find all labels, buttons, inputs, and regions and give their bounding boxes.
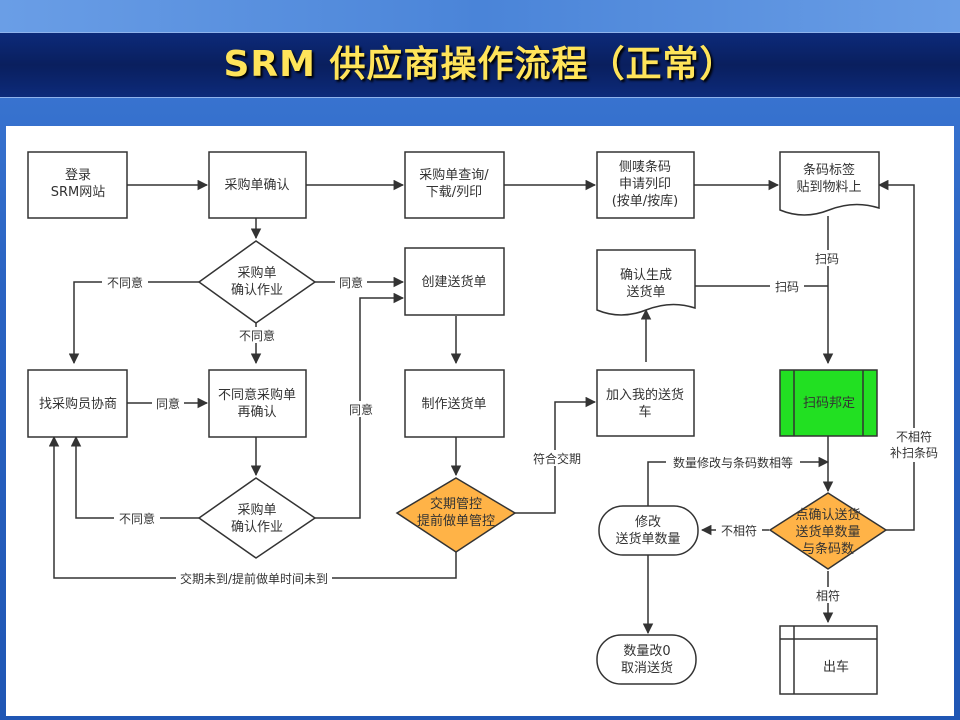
node-decision-po-1: [197, 240, 317, 324]
node-confirm-generate-text: 确认生成送货单: [620, 268, 672, 300]
node-ship-out: [779, 625, 878, 695]
node-qty-zero: [596, 634, 697, 685]
edge-label-disagree-1: 不同意: [107, 275, 143, 290]
node-create-delivery: [404, 247, 505, 316]
node-find-buyer: [27, 369, 128, 438]
node-reconfirm-po: [208, 369, 307, 438]
edge-check-rescan: [877, 179, 915, 531]
node-decision-po-2: [197, 477, 317, 559]
edge-label-mismatch: 不相符: [721, 523, 757, 538]
node-create-delivery-text: 创建送货单: [421, 274, 486, 290]
node-find-buyer-text: 找采购员协商: [39, 396, 117, 412]
edge-decision2-find-buyer: [70, 435, 199, 519]
node-decision-po-2-text: 采购单确认作业: [231, 502, 283, 535]
title-bar: SRM 供应商操作流程（正常）: [0, 32, 960, 98]
edge-label-scan-2: 扫码: [775, 280, 799, 294]
node-po-confirm-text: 采购单确认: [224, 177, 289, 193]
node-add-to-cart-text: 加入我的送货车: [606, 387, 684, 420]
edge-label-match: 相符: [816, 588, 840, 603]
edge-label-agree-1: 同意: [339, 275, 363, 290]
node-login: [27, 151, 128, 219]
node-barcode-label: [779, 151, 880, 216]
edge-label-agree-2: 同意: [156, 396, 180, 411]
node-make-delivery: [404, 369, 505, 438]
node-scan-bind: [779, 369, 878, 437]
page-title: SRM 供应商操作流程（正常）: [223, 44, 737, 85]
node-po-query: [404, 151, 505, 219]
edge-decision1-find-buyer: [68, 281, 199, 365]
node-delivery-control: [395, 477, 517, 553]
node-check-qty-text: 点确认送货送货单数量与条码数: [795, 507, 860, 557]
edge-label-scan-1: 扫码: [815, 252, 839, 266]
node-barcode-print-text: 侧唛条码申请列印(按单/按库): [612, 159, 679, 209]
node-po-confirm: [208, 151, 307, 219]
edge-label-qty-modified-equal: 数量修改与条码数相等: [673, 455, 793, 470]
header-top-band: [0, 0, 960, 32]
node-confirm-generate: [596, 249, 696, 316]
node-po-query-text: 采购单查询/下载/列印: [419, 167, 489, 200]
node-modify-qty: [598, 505, 699, 556]
node-delivery-control-text: 交期管控提前做单管控: [417, 496, 495, 529]
edge-label-deadline-not-reached: 交期未到/提前做单时间未到: [180, 571, 328, 586]
node-barcode-label-text: 条码标签贴到物料上: [796, 162, 861, 195]
edge-label-disagree-2: 不同意: [239, 328, 275, 343]
edge-label-disagree-3: 不同意: [119, 511, 155, 526]
edge-label-meets-deadline: 符合交期: [533, 451, 581, 466]
node-barcode-print: [596, 151, 695, 219]
edge-label-mismatch-rescan: 不相符补扫条码: [890, 429, 938, 460]
node-make-delivery-text: 制作送货单: [421, 396, 486, 412]
node-scan-bind-text: 扫码邦定: [803, 396, 855, 411]
node-add-to-cart: [596, 369, 695, 437]
edge-label-agree-3: 同意: [349, 402, 373, 417]
node-ship-out-text: 出车: [823, 659, 849, 675]
node-reconfirm-po-text: 不同意采购单再确认: [218, 387, 296, 420]
node-decision-po-1-text: 采购单确认作业: [231, 265, 283, 298]
node-check-qty: [768, 492, 888, 570]
node-modify-qty-text: 修改送货单数量: [615, 515, 680, 547]
